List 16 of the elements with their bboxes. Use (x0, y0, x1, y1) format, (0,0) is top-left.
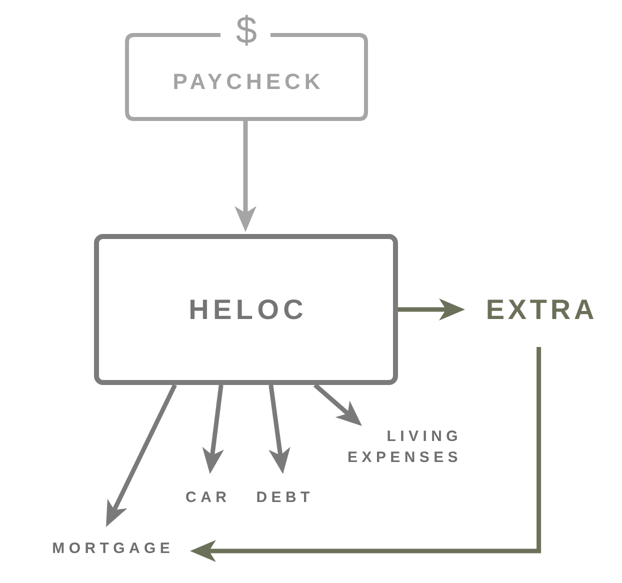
node-label: EXTRA (478, 293, 602, 327)
arrow (398, 298, 465, 320)
node-label: MORTGAGE (44, 538, 178, 560)
arrow (314, 383, 362, 426)
arrow (106, 384, 177, 527)
process-box (94, 234, 398, 385)
node-label: DEBT (251, 487, 315, 509)
arrow (268, 384, 290, 474)
arrow (234, 121, 256, 232)
arrow (190, 347, 542, 562)
box-label: HELOC (188, 292, 308, 326)
box-label: PAYCHECK (172, 69, 324, 95)
node-label: LIVING EXPENSES (342, 426, 462, 470)
arrow (202, 384, 224, 474)
dollar-sign: $ (236, 12, 258, 50)
node-label: CAR (181, 487, 231, 509)
